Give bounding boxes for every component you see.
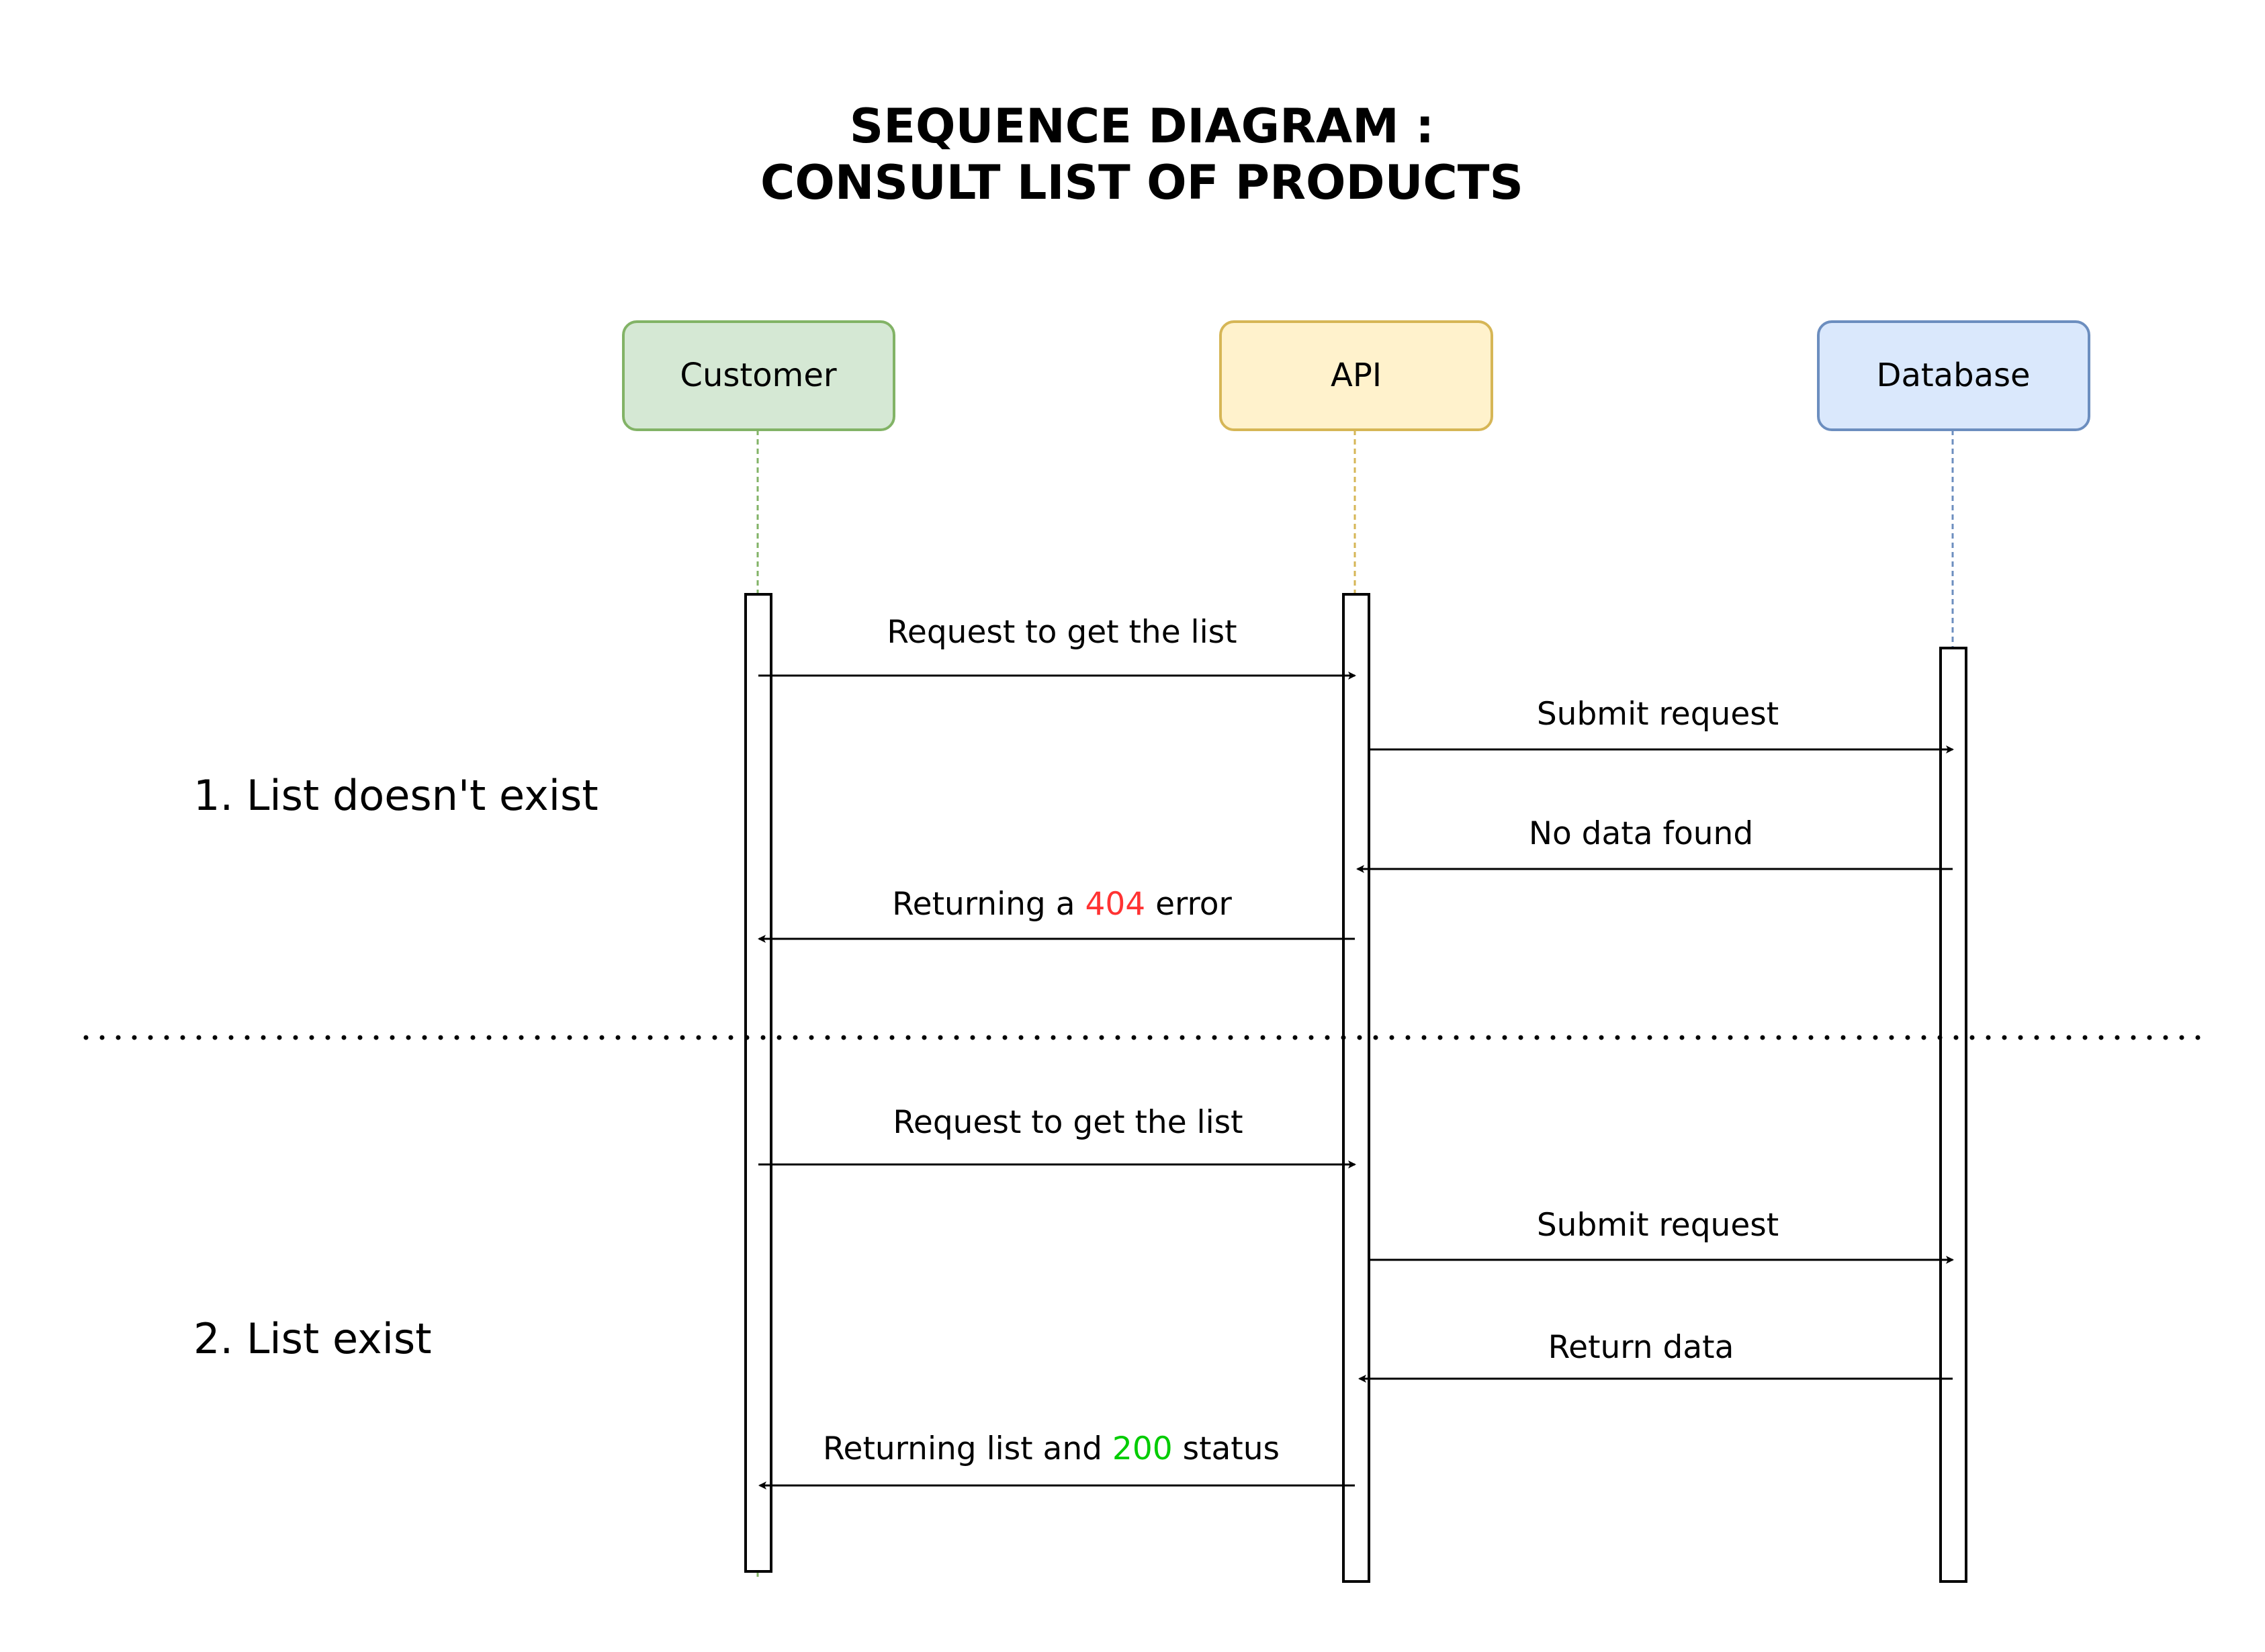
message-label: No data found — [1529, 815, 1753, 852]
scenario-label-2: 2. List exist — [193, 1314, 432, 1363]
message-label: Request to get the list — [887, 614, 1237, 651]
actor-customer-box — [622, 320, 895, 431]
actor-database[interactable]: Database — [1817, 320, 2090, 431]
message-text: error — [1145, 886, 1232, 923]
message-label: Return data — [1548, 1329, 1734, 1366]
diagram-title-line1: SEQUENCE DIAGRAM : — [850, 99, 1434, 154]
actor-customer-label: Customer — [680, 357, 836, 394]
status-code: 404 — [1085, 886, 1145, 923]
actor-customer[interactable]: Customer — [622, 320, 895, 431]
diagram-title-line2: CONSULT LIST OF PRODUCTS — [760, 155, 1523, 210]
actor-api-label: API — [1331, 357, 1382, 394]
message-text: No data found — [1529, 815, 1753, 852]
message-text: Submit request — [1537, 1207, 1779, 1244]
message-label: Request to get the list — [893, 1104, 1243, 1141]
activation-customer — [744, 593, 772, 1573]
message-label: Submit request — [1537, 696, 1779, 733]
message-text: Return data — [1548, 1329, 1734, 1366]
message-text: Returning a — [892, 886, 1085, 923]
scenario-label-1: 1. List doesn't exist — [193, 771, 598, 820]
actor-database-label: Database — [1876, 357, 2030, 394]
message-label: Returning a 404 error — [892, 886, 1232, 923]
activation-database — [1939, 647, 1967, 1583]
actor-database-box — [1817, 320, 2090, 431]
message-text: Submit request — [1537, 696, 1779, 733]
status-code: 200 — [1112, 1430, 1173, 1467]
message-label: Submit request — [1537, 1207, 1779, 1244]
message-text: Returning list and — [823, 1430, 1112, 1467]
message-text: Request to get the list — [887, 614, 1237, 651]
message-text: status — [1173, 1430, 1280, 1467]
message-text: Request to get the list — [893, 1104, 1243, 1141]
activation-api — [1342, 593, 1370, 1583]
actor-api-box — [1219, 320, 1493, 431]
message-label: Returning list and 200 status — [823, 1430, 1280, 1467]
actor-api[interactable]: API — [1219, 320, 1493, 431]
